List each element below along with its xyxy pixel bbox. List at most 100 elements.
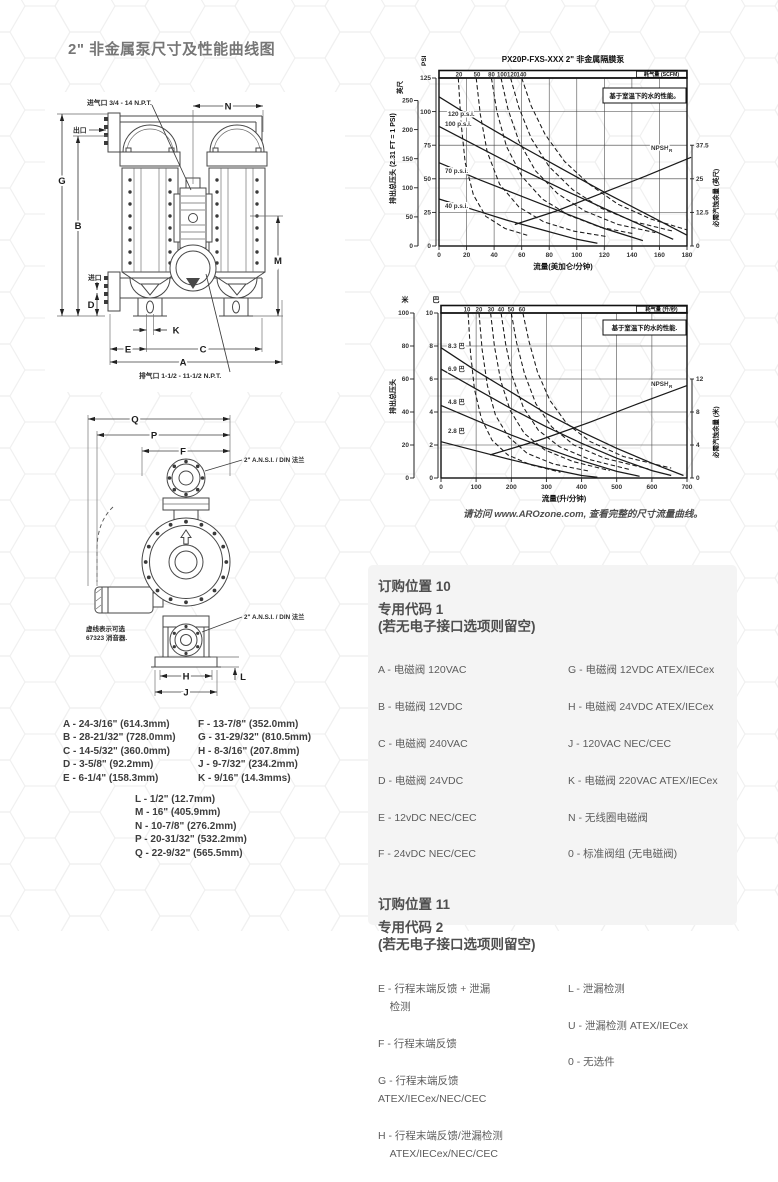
list-item: F - 行程末端反馈 <box>378 1037 457 1050</box>
left-chamber <box>119 147 181 296</box>
order11-note: (若无电子接口选项则留空) <box>378 937 536 953</box>
chart1-psi-unit: PSI <box>421 55 428 66</box>
inlet-label: 进口 <box>88 273 102 282</box>
dimension-list-center: L - 1/2" (12.7mm) M - 16" (405.9mm) N - … <box>135 794 247 859</box>
air-motor-center <box>169 177 217 292</box>
svg-text:8.3 巴: 8.3 巴 <box>448 342 466 350</box>
dim-h-label: H <box>183 672 190 683</box>
dimension-lines: N G B M D K E C A <box>56 100 284 371</box>
muffler <box>94 586 164 614</box>
list-item: J - 120VAC NEC/CEC <box>568 738 672 751</box>
svg-text:40: 40 <box>402 409 410 416</box>
svg-text:4: 4 <box>696 442 700 449</box>
chart1-psi-ticks: 125 100 75 50 25 0 <box>420 75 431 250</box>
flow-direction-arrow-icon <box>180 529 192 545</box>
chart1-xlabel: 流量(美加仑/分钟) <box>533 261 593 271</box>
chart2-ls-ticks: 10 20 30 40 50 60 <box>464 308 526 314</box>
svg-text:12.5: 12.5 <box>696 210 709 217</box>
svg-text:2: 2 <box>429 442 433 449</box>
svg-text:150: 150 <box>402 156 413 163</box>
order10-subheading: 专用代码 1 <box>378 602 444 617</box>
list-item: G - 电磁阀 12VDC ATEX/IECex <box>568 664 715 677</box>
svg-text:120: 120 <box>507 73 518 79</box>
svg-text:400: 400 <box>576 484 587 491</box>
chart1-ylabel: 排出总压头 (2.31 FT = 1 PSI) <box>388 113 397 204</box>
svg-text:0: 0 <box>409 243 413 250</box>
air-inlet-label: 进气口 3/4 - 14 N.P.T. <box>87 98 152 107</box>
list-item: E - 12vDC NEC/CEC <box>378 811 477 824</box>
chart1-ft-unit: 英尺 <box>395 81 404 96</box>
svg-text:200: 200 <box>402 127 413 134</box>
svg-text:250: 250 <box>402 98 413 105</box>
chart2-m-ticks: 100 80 60 40 20 0 <box>398 310 409 482</box>
muffler-note-line1: 虚线表示可选 <box>86 624 126 633</box>
list-item: B - 电磁阀 12VDC <box>378 701 463 714</box>
svg-text:0: 0 <box>429 475 433 482</box>
dim-j-label: J <box>183 688 188 699</box>
chart1-grid <box>439 78 687 246</box>
dimension-column-2: F - 13-7/8" (352.0mm) G - 31-29/32" (810… <box>198 719 312 784</box>
svg-text:20: 20 <box>463 252 471 259</box>
performance-chart-metric: 10 20 30 40 50 60 耗气量 (升/秒) 8.3 巴 6.9 巴 … <box>388 295 720 503</box>
list-item: L - 泄漏检测 <box>568 982 625 995</box>
order11-subheading: 专用代码 2 <box>378 920 444 936</box>
ordering-options-panel: 订购位置 10 专用代码 1 (若无电子接口选项则留空) A - 电磁阀 120… <box>368 565 737 1160</box>
svg-text:10: 10 <box>426 310 434 317</box>
chart2-m-unit: 米 <box>401 295 410 304</box>
side-extension-lines <box>87 415 239 696</box>
extension-lines <box>57 110 283 365</box>
svg-text:30: 30 <box>488 308 495 314</box>
list-item: 0 - 标准阀组 (无电磁阀) <box>568 848 678 861</box>
list-item: N - 无线圈电磁阀 <box>568 811 648 824</box>
svg-text:NPSH: NPSH <box>651 381 669 388</box>
svg-text:NPSH: NPSH <box>651 145 669 152</box>
pump-side-view-drawing: Q P F H J L 2" A.N.S.I. / DIN 法兰 2" A.N.… <box>86 413 305 701</box>
svg-text:50: 50 <box>508 308 515 314</box>
pump-front-view-drawing: N G B M D K E C A 进气口 3/4 - 14 N.P.T. 出口… <box>45 92 345 392</box>
svg-text:75: 75 <box>424 142 432 149</box>
list-item: C - 电磁阀 240VAC <box>378 738 468 751</box>
right-chamber <box>206 147 268 296</box>
svg-text:20: 20 <box>476 308 483 314</box>
chart2-npsh-ticks: 12 8 4 0 <box>696 376 704 482</box>
chart1-note: 基于室温下的水的性能。 <box>608 91 679 100</box>
chart2-ylabel: 排出总压头 <box>388 379 397 414</box>
chart2-bar-unit: 巴 <box>433 296 440 304</box>
svg-text:12: 12 <box>696 376 704 383</box>
order10-note: (若无电子接口选项则留空) <box>378 619 536 634</box>
pump-body <box>104 112 268 317</box>
svg-text:0: 0 <box>405 475 409 482</box>
flange-callout-bottom: 2" A.N.S.I. / DIN 法兰 <box>244 612 305 621</box>
svg-text:6.9 巴: 6.9 巴 <box>448 365 466 373</box>
chart1-scfm-ticks: 20 50 80 100 120 140 <box>456 73 528 79</box>
flange-leader-top <box>204 459 243 472</box>
dim-p-label: P <box>151 431 158 442</box>
chart1-top-axis-label: 耗气量 (SCFM) <box>644 70 679 78</box>
svg-text:20: 20 <box>402 442 410 449</box>
svg-text:25: 25 <box>424 210 432 217</box>
list-item: A - 电磁阀 120VAC <box>378 664 467 677</box>
svg-text:40 p.s.i.: 40 p.s.i. <box>445 203 468 210</box>
svg-text:50: 50 <box>424 176 432 183</box>
chart1-curves <box>438 77 692 244</box>
chart1-npsh-ticks: 37.5 25 12.5 0 <box>696 142 709 250</box>
chart1-y2label: 必需汽蚀余量 (英尺) <box>711 169 720 227</box>
svg-text:50: 50 <box>406 214 414 221</box>
svg-text:4.8 巴: 4.8 巴 <box>448 398 466 406</box>
list-item: K - 电磁阀 220VAC ATEX/IECex <box>568 774 718 787</box>
list-item: F - 24vDC NEC/CEC <box>378 848 477 861</box>
air-inlet-leader <box>151 104 192 191</box>
svg-text:8: 8 <box>696 409 700 416</box>
svg-text:125: 125 <box>420 75 431 82</box>
chart1-x-ticks: 0 20 40 60 80 100 120 140 160 180 <box>437 252 693 259</box>
chart1-title: PX20P-FXS-XXX 2" 非金属隔膜泵 <box>502 54 625 64</box>
side-dimension-lines: Q P F H J L <box>88 413 248 701</box>
flange-bolts <box>143 519 229 605</box>
svg-text:60: 60 <box>402 376 410 383</box>
dimension-list: A - 24-3/16" (614.3mm) B - 28-21/32" (72… <box>63 718 311 785</box>
dim-k-label: K <box>173 326 180 337</box>
chart2-curve-labels: 8.3 巴 6.9 巴 4.8 巴 2.8 巴 NPSH R <box>447 341 675 437</box>
svg-text:60: 60 <box>519 308 526 314</box>
svg-text:140: 140 <box>516 73 527 79</box>
dim-l-label: L <box>240 672 246 683</box>
